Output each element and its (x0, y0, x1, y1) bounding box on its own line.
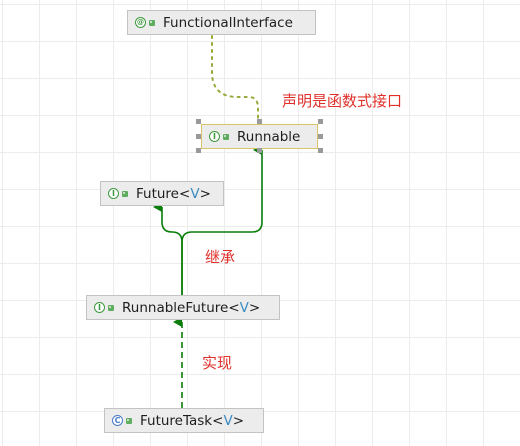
type-param-close: > (248, 299, 261, 316)
selection-handle[interactable] (318, 148, 323, 153)
node-label: FunctionalInterface (163, 14, 293, 31)
class-icon: C (112, 415, 123, 426)
type-param-open: < (228, 299, 240, 316)
edge-functional-annotation (211, 35, 259, 121)
note-implements: 实现 (202, 354, 233, 372)
node-label: Runnable (237, 128, 301, 145)
visibility-icon (149, 19, 155, 26)
note-functional-interface: 声明是函数式接口 (282, 92, 403, 110)
selection-handle[interactable] (196, 134, 201, 139)
type-param-open: < (212, 412, 224, 429)
node-runnable-future[interactable]: I RunnableFuture<V> (86, 295, 280, 320)
annotation-icon: @ (135, 17, 146, 28)
interface-icon: I (209, 131, 220, 142)
type-param-close: > (232, 412, 245, 429)
visibility-icon (126, 417, 132, 424)
node-runnable[interactable]: I Runnable (201, 124, 318, 149)
node-label: RunnableFuture (122, 299, 229, 316)
visibility-icon (108, 304, 114, 311)
edge-extends-future (153, 202, 183, 295)
node-functional-interface[interactable]: @ FunctionalInterface (127, 10, 316, 35)
selection-handle[interactable] (318, 134, 323, 139)
interface-icon: I (94, 302, 105, 313)
node-future-task[interactable]: C FutureTask<V> (104, 408, 264, 433)
note-extends: 继承 (205, 248, 236, 266)
type-param: V (223, 412, 233, 429)
visibility-icon (223, 133, 229, 140)
selection-handle[interactable] (196, 119, 201, 124)
type-param-close: > (199, 185, 211, 202)
type-param-open: < (179, 185, 191, 202)
interface-icon: I (108, 188, 119, 199)
selection-handle[interactable] (318, 119, 323, 124)
node-future[interactable]: I Future<V> (100, 181, 224, 206)
type-param: V (190, 185, 200, 202)
selection-handle[interactable] (257, 119, 262, 124)
type-param: V (239, 299, 249, 316)
selection-handle[interactable] (196, 148, 201, 153)
edge-extends-runnable (181, 145, 263, 295)
visibility-icon (122, 190, 128, 197)
node-label: FutureTask (140, 412, 213, 429)
selection-handle[interactable] (257, 148, 262, 153)
node-label: Future (136, 185, 179, 202)
